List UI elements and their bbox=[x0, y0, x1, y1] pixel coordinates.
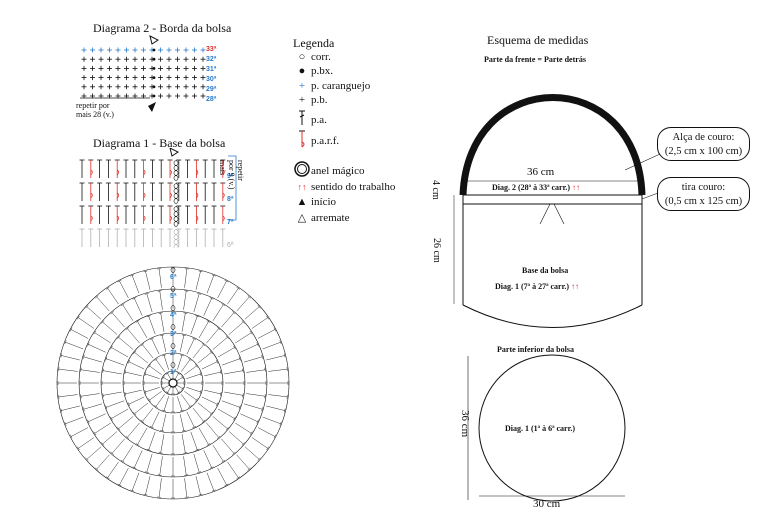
legend-label: arremate bbox=[311, 211, 350, 224]
diagram2-row-labels: 33ª 32ª 31ª 30ª 29ª 28ª bbox=[206, 45, 216, 105]
legend-label: p.a.r.f. bbox=[311, 134, 340, 147]
diagram1-title: Diagrama 1 - Base da bolsa bbox=[93, 136, 226, 150]
outline-arrow-icon bbox=[169, 148, 179, 157]
row-label: 5ª bbox=[170, 293, 177, 300]
dot-icon: ● bbox=[298, 65, 306, 77]
chain-circle-icon: ○ bbox=[298, 51, 306, 63]
bottom-height-label: 36 cm bbox=[459, 410, 471, 438]
filled-arrow-icon bbox=[148, 102, 156, 112]
row-label: 31ª bbox=[206, 66, 217, 73]
note-line: mais 28 (v.) bbox=[76, 110, 114, 119]
magic-ring-icon bbox=[293, 160, 311, 181]
row-label: 29ª bbox=[206, 86, 217, 93]
legend-item: + p.b. bbox=[293, 94, 328, 106]
measures-title: Esquema de medidas bbox=[487, 33, 589, 47]
outline-arrow-icon: △ bbox=[297, 212, 307, 224]
row-label: 8ª bbox=[227, 196, 234, 203]
legend-label: corr. bbox=[311, 51, 331, 63]
legend-item: anel mágico bbox=[293, 160, 364, 181]
callout-line: tira couro: bbox=[681, 182, 726, 193]
red-arrows-icon: ↑↑ bbox=[571, 282, 580, 291]
bottom-title: Parte inferior da bolsa bbox=[497, 345, 574, 354]
legend-item: ● p.bx. bbox=[293, 65, 333, 77]
strap-callout: tira couro: (0,5 cm x 125 cm) bbox=[657, 177, 750, 211]
leather-handle bbox=[459, 94, 646, 196]
bag-schematic bbox=[453, 94, 661, 502]
legend-label: sentido do trabalho bbox=[311, 181, 396, 193]
legend-label: p.a. bbox=[311, 113, 327, 126]
circular-base-diagram bbox=[56, 266, 290, 500]
callout-line: (0,5 cm x 125 cm) bbox=[664, 196, 743, 207]
legend-label: anel mágico bbox=[311, 164, 365, 177]
callout-line: Alça de couro: bbox=[672, 132, 735, 143]
tee-red-icon bbox=[293, 130, 311, 151]
note-line: por 9 (v.) bbox=[227, 160, 236, 190]
row-label: 3ª bbox=[170, 331, 177, 338]
diag2-label: Diag. 2 (28ª à 33ª carr.) ↑↑ bbox=[492, 183, 580, 192]
red-arrows-icon: ↑↑ bbox=[572, 183, 581, 192]
diagram1-repeat-note: repetir por 9 (v.) mais bbox=[218, 160, 245, 189]
bottom-width-label: 30 cm bbox=[533, 498, 561, 510]
diag2-text: Diag. 2 (28ª à 33ª carr.) bbox=[492, 183, 571, 192]
note-line: mais bbox=[218, 160, 227, 176]
handle-callout: Alça de couro: (2,5 cm x 100 cm) bbox=[657, 127, 750, 161]
row-label: 30ª bbox=[206, 76, 217, 83]
legend-label: p.b. bbox=[311, 94, 328, 106]
plus-icon: + bbox=[298, 94, 306, 106]
base-label: Base da bolsa bbox=[522, 266, 569, 275]
measures-subtitle: Parte da frente = Parte detrás bbox=[484, 55, 586, 64]
legend-label: p. caranguejo bbox=[311, 80, 371, 92]
row-label: 6ª bbox=[170, 274, 177, 281]
legend-item: p.a. bbox=[293, 110, 327, 129]
diagram1-row-labels: 9ª 8ª 7ª 6ª bbox=[227, 165, 233, 257]
circle-row-labels: 6ª 5ª 4ª 3ª 2ª 1ª bbox=[170, 268, 176, 382]
row-label: 1ª bbox=[170, 369, 177, 376]
row-label: 33ª bbox=[206, 46, 217, 53]
note-line: repetir bbox=[236, 160, 245, 181]
width-label: 36 cm bbox=[527, 166, 555, 178]
legend-item: ○ corr. bbox=[293, 51, 331, 63]
diag1-label: Diag. 1 (7ª à 27ª carr.) ↑↑ bbox=[495, 282, 579, 291]
diagram2-title: Diagrama 2 - Borda da bolsa bbox=[93, 21, 232, 35]
row-label: 32ª bbox=[206, 56, 217, 63]
row-label: 2ª bbox=[170, 350, 177, 357]
row-label: 4ª bbox=[170, 312, 177, 319]
bottom-diag-label: Diag. 1 (1ª à 6ª carr.) bbox=[505, 424, 576, 433]
legend-label: p.bx. bbox=[311, 65, 333, 77]
tee-icon bbox=[293, 110, 311, 129]
filled-arrow-icon: ▲ bbox=[296, 196, 308, 208]
row-label: 7ª bbox=[227, 219, 234, 226]
diagram2-repeat-note: repetir por mais 28 (v.) bbox=[76, 101, 114, 119]
legend-item: + p. caranguejo bbox=[293, 80, 370, 92]
plus-blue-icon: + bbox=[298, 80, 306, 92]
diagram1-grid bbox=[79, 148, 237, 248]
legend-item: ↑↑ sentido do trabalho bbox=[293, 181, 396, 193]
legend-item: p.a.r.f. bbox=[293, 130, 339, 151]
callout-line: (2,5 cm x 100 cm) bbox=[664, 146, 743, 157]
row-label: 28ª bbox=[206, 96, 217, 103]
row-label: 6ª bbox=[227, 242, 234, 249]
legend-item: ▲início bbox=[293, 196, 337, 208]
outline-arrow-icon bbox=[149, 35, 159, 45]
diag1-text: Diag. 1 (7ª à 27ª carr.) bbox=[495, 282, 570, 291]
note-line: repetir por bbox=[76, 101, 110, 110]
legend-item: △ arremate bbox=[293, 211, 350, 225]
red-arrows-icon: ↑↑ bbox=[297, 182, 307, 192]
row-label: 9ª bbox=[227, 173, 234, 180]
band-height-label: 4 cm bbox=[430, 180, 441, 200]
body-height-label: 26 cm bbox=[431, 238, 442, 263]
legend-title: Legenda bbox=[293, 36, 335, 50]
legend-label: início bbox=[311, 196, 337, 208]
diagram2-grid bbox=[80, 35, 206, 112]
